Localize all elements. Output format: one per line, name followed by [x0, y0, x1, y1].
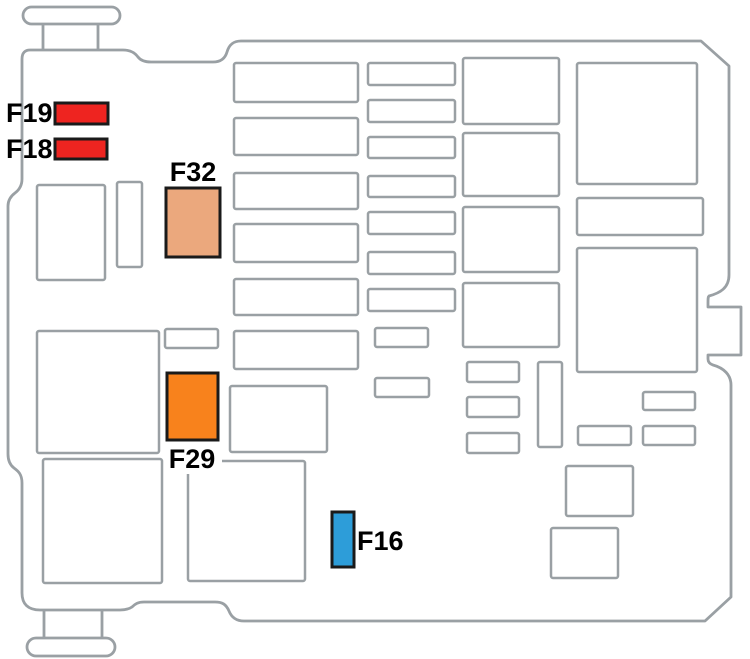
fuse-label-F32: F32: [170, 157, 217, 187]
fuse-slot: [115, 180, 144, 269]
fuse-F16: [330, 510, 356, 569]
fuse-slot: [465, 360, 521, 384]
fuse-slot: [549, 526, 620, 580]
fuse-slot: [35, 183, 107, 282]
fuse-slot: [564, 464, 635, 518]
fuse-slot: [366, 250, 457, 276]
fuse-slot: [641, 424, 697, 447]
fuse-slot: [373, 326, 430, 349]
fuse-slot: [576, 424, 633, 447]
fuse-slot: [373, 376, 431, 399]
fuse-slot: [232, 329, 360, 371]
fuse-label-backing: [164, 446, 222, 474]
fuse-F32: [164, 186, 222, 259]
fuse-slot: [575, 61, 699, 186]
fuse-slot: [366, 98, 457, 124]
fuse-slot: [461, 56, 561, 126]
fuse-slot: [366, 135, 457, 160]
fuse-slot: [366, 210, 457, 236]
fuse-slot: [228, 384, 329, 454]
fuse-slot: [186, 459, 307, 583]
fuse-slot: [461, 281, 561, 349]
fuse-slot: [41, 457, 164, 585]
empty-fuse-slots: [35, 56, 705, 585]
top-mount-tab: [21, 5, 122, 51]
fuse-label-F16: F16: [357, 526, 404, 556]
bottom-mount-tab: [25, 609, 117, 658]
fuse-slot: [366, 174, 457, 199]
fuse-label-F19: F19: [6, 98, 53, 128]
fuse-slot: [461, 131, 561, 198]
fuse-slot: [163, 327, 220, 350]
fuse-label-F29: F29: [169, 444, 216, 474]
fuse-slot: [232, 116, 360, 157]
fuse-slot: [366, 61, 457, 87]
fuse-F19: [53, 101, 110, 126]
fusebox-outline: [6, 39, 743, 623]
fuse-slot: [232, 277, 360, 317]
fuse-slot: [465, 431, 521, 455]
fuse-slot: [536, 360, 564, 449]
fuse-slot: [641, 390, 697, 412]
fuse-F29: [165, 371, 220, 442]
fuse-slot: [465, 395, 521, 419]
fuse-F18: [53, 137, 109, 161]
fuse-slot: [461, 205, 561, 274]
fuse-slot: [232, 61, 360, 104]
fuse-slot: [232, 171, 360, 211]
fuse-slot: [35, 329, 161, 455]
fuse-slot: [575, 246, 699, 374]
fuse-slot: [575, 196, 705, 237]
fuse-slot: [232, 222, 360, 264]
fuse-slot: [366, 287, 457, 313]
fuse-label-F18: F18: [6, 134, 53, 164]
